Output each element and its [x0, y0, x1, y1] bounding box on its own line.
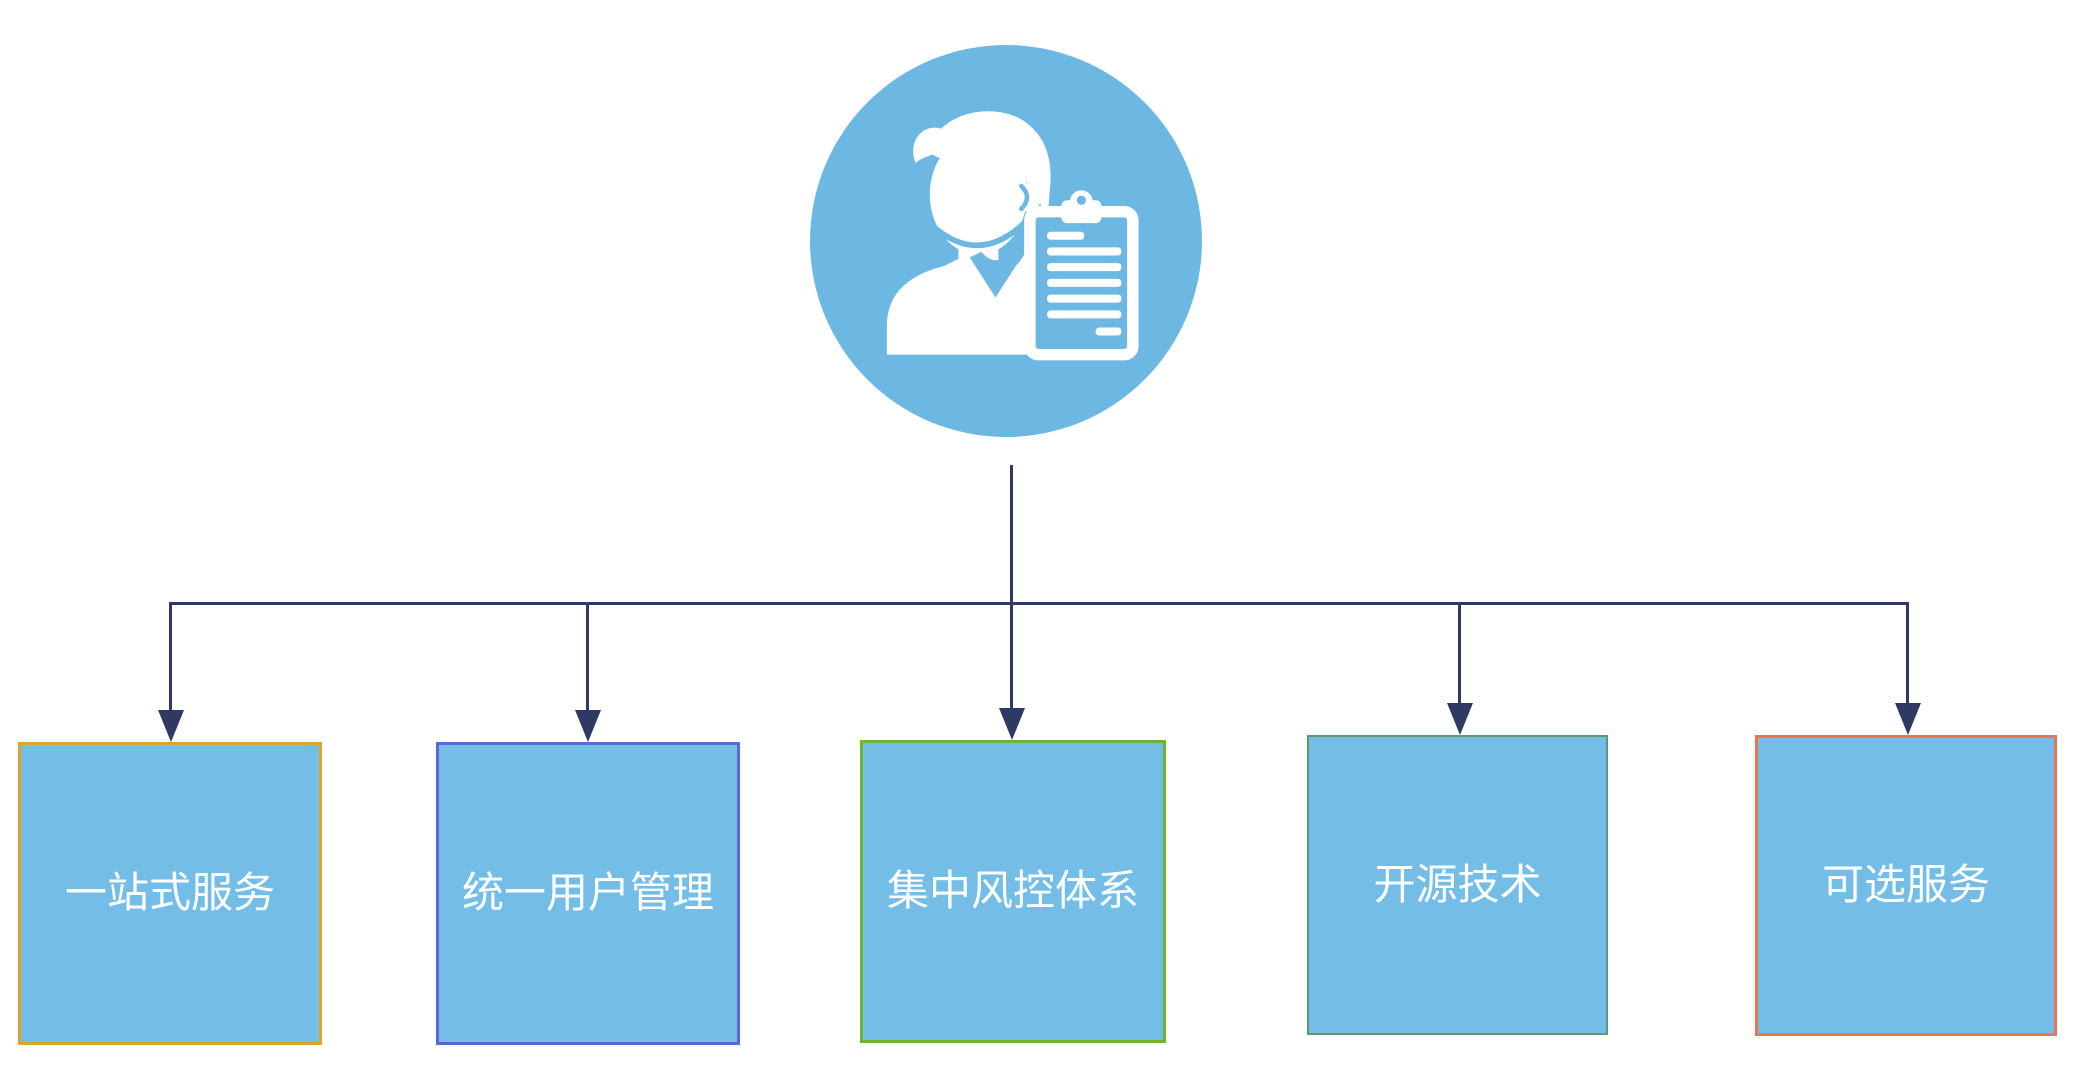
- root-node-circle: [810, 45, 1202, 437]
- node-one-stop-service: 一站式服务: [18, 742, 322, 1045]
- connector-stem: [1010, 465, 1013, 605]
- clipboard-icon: [1024, 190, 1139, 361]
- connector-drop-1: [169, 602, 172, 712]
- arrow-down-icon: [575, 710, 601, 742]
- arrow-down-icon: [1447, 703, 1473, 735]
- connector-drop-3: [1010, 602, 1013, 710]
- node-label: 集中风控体系: [886, 867, 1139, 915]
- connector-drop-4: [1458, 602, 1461, 705]
- arrow-down-icon: [999, 708, 1025, 740]
- node-label: 开源技术: [1373, 860, 1542, 908]
- node-label: 可选服务: [1821, 861, 1990, 909]
- node-label: 一站式服务: [64, 869, 275, 917]
- user-clipboard-icon: [886, 111, 1139, 361]
- node-optional-services: 可选服务: [1755, 735, 2057, 1036]
- node-open-source-technology: 开源技术: [1307, 735, 1608, 1035]
- node-centralized-risk-control: 集中风控体系: [860, 740, 1166, 1043]
- node-unified-user-management: 统一用户管理: [436, 742, 740, 1045]
- connector-drop-2: [586, 602, 589, 712]
- connector-drop-5: [1906, 602, 1909, 705]
- connector-rail: [169, 602, 1909, 605]
- node-label: 统一用户管理: [461, 869, 714, 917]
- arrow-down-icon: [158, 710, 184, 742]
- arrow-down-icon: [1895, 703, 1921, 735]
